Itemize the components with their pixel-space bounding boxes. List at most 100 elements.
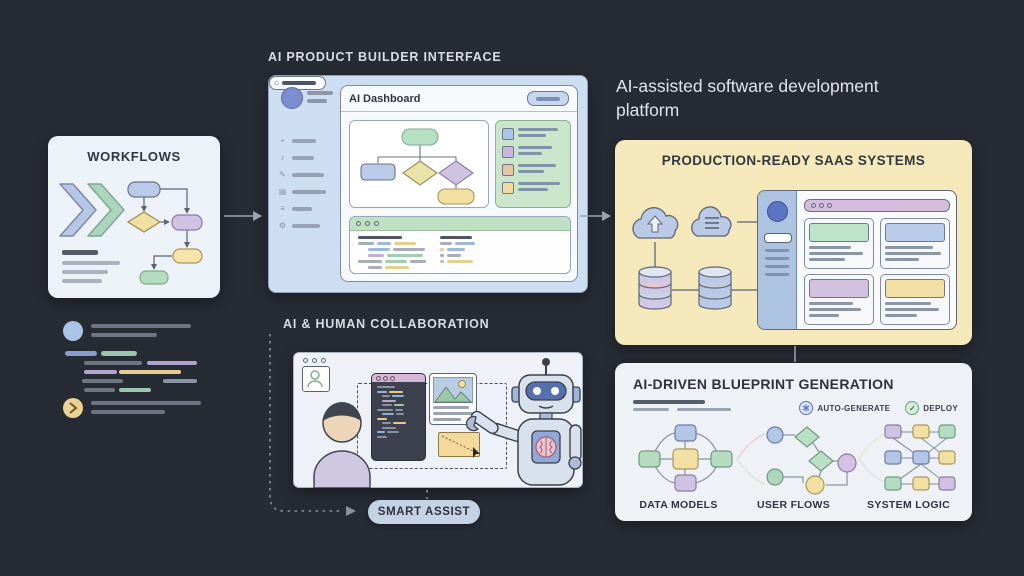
- blueprint-title: AI-DRIVEN BLUEPRINT GENERATION: [633, 376, 894, 392]
- text-line: [62, 270, 108, 274]
- dashboard-header: AI Dashboard: [341, 86, 577, 112]
- code-panel-header: [350, 217, 570, 231]
- auto-generate-badge: AUTO-GENERATE: [799, 401, 890, 415]
- robot-eye: [551, 387, 559, 395]
- dashboard-code-panel: [349, 216, 571, 274]
- text-line: [633, 400, 705, 404]
- text-line: [885, 308, 939, 311]
- sidebar-item: ✎: [278, 171, 324, 179]
- builder-section-label: AI PRODUCT BUILDER INTERFACE: [268, 50, 502, 64]
- chevron-icon: [59, 183, 97, 237]
- sidebar-item: ⚙: [278, 222, 320, 230]
- text-line: [765, 257, 789, 260]
- text-line: [518, 182, 560, 185]
- cloud-database-illustration: [632, 206, 765, 310]
- brain-icon: [535, 436, 557, 458]
- text-line: [307, 91, 333, 95]
- blueprint-badges: AUTO-GENERATE ✓ DEPLOY: [799, 401, 958, 415]
- text-line: [765, 273, 789, 276]
- window-dots: [303, 358, 326, 363]
- workflows-card: WORKFLOWS: [48, 136, 220, 298]
- text-line: [885, 252, 941, 255]
- editor-body: [372, 382, 425, 442]
- gear-icon: ⚙: [278, 221, 287, 230]
- text-line: [809, 258, 845, 261]
- text-line: [885, 246, 933, 249]
- text-line: [292, 173, 324, 177]
- button-bar: [536, 96, 560, 101]
- flow-connector: [858, 434, 884, 482]
- text-line: [292, 190, 326, 194]
- chevron-icon: [87, 183, 125, 237]
- blueprint-diagrams: [638, 424, 956, 495]
- text-line: [809, 246, 851, 249]
- list-item: [502, 182, 564, 194]
- text-line: [433, 406, 469, 409]
- badge-label: AUTO-GENERATE: [817, 403, 891, 413]
- window-dot: [356, 221, 361, 226]
- mini-flowchart: [141, 188, 190, 270]
- system-logic-label: SYSTEM LOGIC: [867, 499, 950, 511]
- text-line: [307, 99, 327, 103]
- robot-smile: [538, 405, 554, 409]
- cloud-server-icon: [691, 206, 732, 237]
- text-line: [885, 258, 919, 261]
- text-line: [292, 224, 320, 228]
- code-lines: [65, 351, 197, 392]
- code-panel-body: [350, 231, 570, 273]
- text-line: [677, 408, 731, 411]
- text-line: [62, 250, 98, 255]
- blueprint-card: AI-DRIVEN BLUEPRINT GENERATION AUTO-GENE…: [615, 363, 972, 521]
- text-line: [765, 249, 789, 252]
- sidebar-item: ▤: [278, 188, 326, 196]
- window-dot: [811, 203, 816, 208]
- tile-header-blue: [885, 223, 945, 242]
- text-line: [765, 265, 789, 268]
- saas-card: PRODUCTION-READY SAAS SYSTEMS: [615, 140, 972, 345]
- builder-card: ⌂ ▪ ♪ ✎ ▤ ≡ ⚙ AI Dashboard: [268, 75, 588, 293]
- code-column: [440, 236, 475, 269]
- browser-topbar: [804, 199, 950, 212]
- text-line: [518, 128, 558, 131]
- text-line: [809, 308, 861, 311]
- sidebar-pill: [764, 233, 792, 243]
- code-column: [358, 236, 426, 269]
- dashboard-flowchart: [360, 128, 475, 205]
- sidebar-item: ≡: [278, 205, 312, 213]
- text-line: [885, 314, 917, 317]
- content-tile: [880, 218, 950, 269]
- tile-header-green: [809, 223, 869, 242]
- window-dot: [303, 358, 308, 363]
- home-icon: ⌂: [274, 78, 279, 87]
- browser-sidebar: [758, 191, 797, 329]
- chevron-right-icon: [69, 402, 78, 414]
- text-line: [433, 412, 473, 415]
- tile-header-purple: [809, 279, 869, 298]
- text-line: [809, 314, 839, 317]
- text-line: [885, 302, 931, 305]
- window-dot: [376, 375, 381, 381]
- text-line: [518, 152, 542, 155]
- robot-antenna: [542, 358, 550, 366]
- text-line: [292, 139, 316, 143]
- box-icon: ▪: [281, 136, 284, 145]
- data-models-label: DATA MODELS: [639, 499, 718, 511]
- window-dot: [819, 203, 824, 208]
- dashboard-flowchart-box: [349, 120, 489, 208]
- content-tile: [880, 274, 950, 325]
- content-tile: [804, 274, 874, 325]
- smart-assist-pill: SMART ASSIST: [368, 500, 480, 524]
- list-item: [502, 128, 564, 140]
- text-line: [518, 134, 546, 137]
- deploy-badge: ✓ DEPLOY: [905, 401, 958, 415]
- window-dot: [827, 203, 832, 208]
- sidebar-item: ♪: [278, 154, 314, 162]
- window-dot: [383, 375, 388, 381]
- cursor-icon: [473, 447, 480, 458]
- smart-assist-label: SMART ASSIST: [377, 506, 471, 518]
- text-line: [809, 302, 853, 305]
- dashboard-list-panel: [495, 120, 571, 208]
- folder-icon: ▤: [278, 187, 287, 196]
- list-icon-blue: [502, 128, 514, 140]
